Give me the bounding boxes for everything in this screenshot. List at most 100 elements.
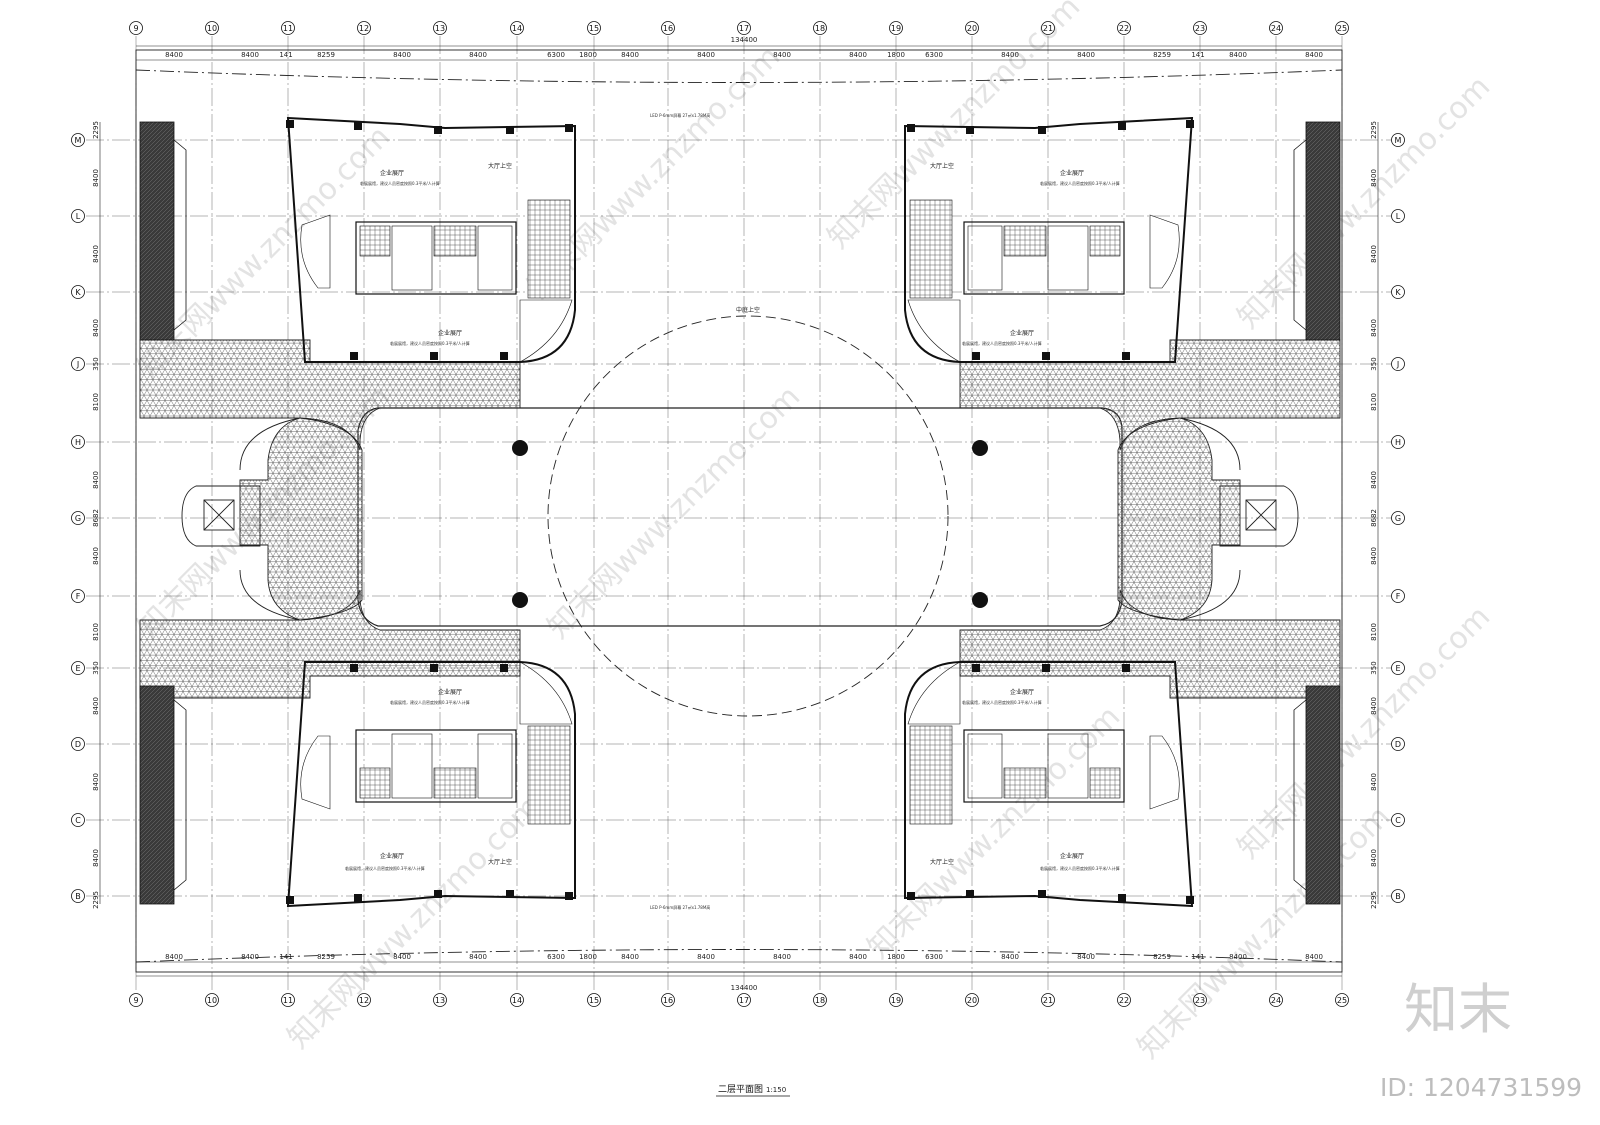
grid-bubble-row [1391,133,1405,147]
led-label-south: LED P-6mm屏幕 27㎡x1.78M高 [650,904,710,910]
dimension-value: 8400 [469,953,487,961]
dimension-value: 8259 [1153,953,1171,961]
grid-column-label: 13 [435,996,445,1005]
grid-bubble-row [71,589,85,603]
watermark-text: 知末网www.znzmo.com [541,379,807,645]
grid-row-label: H [1395,438,1401,447]
grid-column-label: 10 [207,24,217,33]
dimension-value: 141 [279,953,292,961]
dimension-value: 8400 [1001,953,1019,961]
grid-bubble-column [813,993,827,1007]
dimension-value-vertical: 8400 [92,849,100,867]
grid-bubble-column [510,21,524,35]
grid-row-label: J [76,360,79,369]
grid-column-label: 24 [1271,996,1281,1005]
grid-column-label: 21 [1043,24,1053,33]
grid-column-label: 12 [359,24,369,33]
sw-hall-label: 企业展厅 [438,688,462,696]
grid-bubble-row [1391,435,1405,449]
east-pod [1179,417,1299,621]
grid-column-label: 23 [1195,24,1205,33]
corridor-north [139,339,1341,451]
grid-row-label: B [75,892,81,901]
grid-column-label: 14 [512,24,522,33]
grid-row-label: B [1395,892,1401,901]
ne-hall-label: 企业展厅 [1060,169,1084,177]
grid-bubble-row [71,813,85,827]
site-outline [135,49,1343,973]
dimension-value-vertical: 2295 [1370,121,1378,139]
se-hall-label: 企业展厅 [1010,688,1034,696]
grid-bubble-row [1391,357,1405,371]
grid-row-label: M [75,136,82,145]
grid-bubble-row [1391,661,1405,675]
dimension-value: 141 [279,51,292,59]
dimension-value: 8400 [165,953,183,961]
grid-column-label: 15 [589,24,599,33]
grid-row-label: D [1395,740,1401,749]
grid-bubble-column [661,21,675,35]
dimension-value-vertical: 8682 [92,509,100,527]
grid-column-label: 25 [1337,996,1347,1005]
sw-hall-note: 临展展馆，建议人员密度按照0.3平米/人计算 [390,699,470,705]
dimension-value: 8400 [1305,51,1323,59]
grid-bubble-row [71,357,85,371]
ne-void-label: 大厅上空 [930,162,954,170]
grid-bubble-column [587,21,601,35]
grid-bubble-column [889,21,903,35]
dimension-value: 8400 [697,51,715,59]
dimension-value-vertical: 8400 [92,169,100,187]
grid-row-label: G [1395,514,1401,523]
grid-column-label: 18 [815,24,825,33]
dimension-value: 1800 [579,953,597,961]
grid-bubble-row [71,511,85,525]
grid-bubble-column [433,993,447,1007]
dimension-value: 8400 [849,953,867,961]
grid-row-label: J [1396,360,1399,369]
dimension-value: 8400 [241,51,259,59]
west-pod [181,417,301,621]
grid-bubble-column [1193,993,1207,1007]
drawing-title: 二层平面图 [718,1084,763,1095]
tower-se: 企业展厅 临展展馆，建议人员密度按照0.3平米/人计算 大厅上空 企业展厅 临展… [904,661,1194,908]
dimension-value-vertical: 8400 [1370,169,1378,187]
dimension-value: 8400 [1077,51,1095,59]
tower-sw: 企业展厅 临展展馆，建议人员密度按照0.3平米/人计算 大厅上空 企业展厅 临展… [286,661,576,908]
watermark-text: 知末网www.znzmo.com [861,699,1127,965]
dimension-value: 141 [1191,51,1204,59]
grid-column-label: 12 [359,996,369,1005]
grid-bubble-column [1193,21,1207,35]
dimension-value: 8400 [697,953,715,961]
facade-panels [139,121,1341,905]
dimension-value: 8400 [1229,51,1247,59]
nw-void-label: 大厅上空 [488,162,512,170]
dimension-value-vertical: 8100 [1370,393,1378,411]
sw-hall-label-2: 企业展厅 [380,852,404,860]
ne-hall-note-2: 临展展馆，建议人员密度按照0.3平米/人计算 [1040,180,1120,186]
dimension-value-vertical: 2295 [92,121,100,139]
dimension-value: 8400 [1305,953,1323,961]
dimension-value-vertical: 8100 [92,393,100,411]
dimension-lines [99,45,1379,977]
grid-column-label: 15 [589,996,599,1005]
dimension-value-vertical: 8400 [92,547,100,565]
drawing-title-block: 二层平面图 1:150 [716,1084,790,1097]
grid-bubble-row [71,285,85,299]
dimension-value: 8400 [621,51,639,59]
grid-column-label: 9 [133,24,138,33]
grid-row-label: G [75,514,81,523]
se-hall-label-2: 企业展厅 [1060,852,1084,860]
nw-hall-label-2: 企业展厅 [438,329,462,337]
grid-row-label: C [75,816,81,825]
grid-bubble-row [71,737,85,751]
dimension-value: 141 [1191,953,1204,961]
dimension-value-vertical: 8400 [1370,849,1378,867]
brand-id: ID: 1204731599 [1380,1073,1582,1102]
grid-column-label: 19 [891,996,901,1005]
sw-void-label: 大厅上空 [488,858,512,866]
corridor-west [239,417,1241,621]
grid-bubble-column [1117,21,1131,35]
grid-bubble-column [1335,21,1349,35]
total-dimension: 134400 [731,984,758,992]
